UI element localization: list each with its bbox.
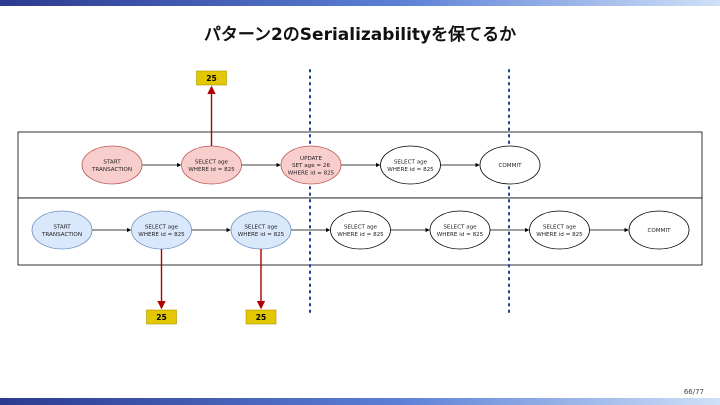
node-label-line: WHERE id = 825 bbox=[188, 167, 235, 173]
node-label-line: TRANSACTION bbox=[41, 232, 82, 238]
node-label-line: COMMIT bbox=[498, 163, 522, 169]
node-label-line: TRANSACTION bbox=[91, 167, 132, 173]
node-label-line: SELECT age bbox=[145, 225, 179, 231]
node-shape bbox=[81, 145, 143, 185]
node-label-line: SELECT age bbox=[443, 225, 477, 231]
page-number: 66/77 bbox=[683, 388, 704, 396]
node-shape bbox=[380, 145, 441, 185]
node-label-line: SELECT age bbox=[543, 225, 577, 231]
node-label-line: SELECT age bbox=[344, 225, 378, 231]
read-value-3: 25 bbox=[245, 249, 277, 325]
node-shape bbox=[628, 210, 690, 250]
node-label-line: WHERE id = 825 bbox=[536, 232, 583, 238]
top-accent-bar bbox=[0, 0, 720, 6]
bottom-accent-bar bbox=[0, 398, 720, 405]
node-label-line: WHERE id = 825 bbox=[337, 232, 384, 238]
node-shape bbox=[429, 210, 491, 250]
read-value-label: 25 bbox=[256, 313, 266, 322]
node-label-line: SELECT age bbox=[195, 160, 229, 166]
read-value-label: 25 bbox=[206, 74, 216, 83]
transaction-1-node-5: COMMIT bbox=[479, 145, 541, 185]
read-value-box bbox=[196, 70, 227, 86]
node-shape bbox=[31, 210, 93, 250]
slide-title: パターン2のSerializabilityを保てるか bbox=[203, 25, 517, 45]
node-label-line: COMMIT bbox=[647, 228, 671, 234]
node-label-line: WHERE id = 825 bbox=[387, 167, 434, 173]
transaction-2-node-7: COMMIT bbox=[628, 210, 690, 250]
node-label-line: SELECT age bbox=[244, 225, 278, 231]
node-label-line: START bbox=[53, 225, 71, 231]
node-label-line: START bbox=[103, 160, 121, 166]
node-label-line: SELECT age bbox=[394, 160, 428, 166]
node-label-line: WHERE id = 825 bbox=[138, 232, 185, 238]
node-label-line: SET age = 26 bbox=[292, 163, 331, 169]
read-value-box bbox=[146, 309, 177, 325]
node-shape bbox=[330, 210, 391, 250]
node-shape bbox=[529, 210, 590, 250]
node-label-line: WHERE id = 825 bbox=[238, 232, 285, 238]
node-label-line: UPDATE bbox=[300, 156, 322, 162]
node-label-line: WHERE id = 825 bbox=[437, 232, 484, 238]
read-value-box bbox=[245, 309, 277, 325]
read-value-label: 25 bbox=[156, 313, 166, 322]
node-shape bbox=[280, 145, 342, 185]
read-value-2: 25 bbox=[146, 249, 177, 325]
read-value-1: 25 bbox=[196, 70, 227, 146]
node-shape bbox=[479, 145, 541, 185]
node-label-line: WHERE id = 825 bbox=[288, 170, 335, 176]
